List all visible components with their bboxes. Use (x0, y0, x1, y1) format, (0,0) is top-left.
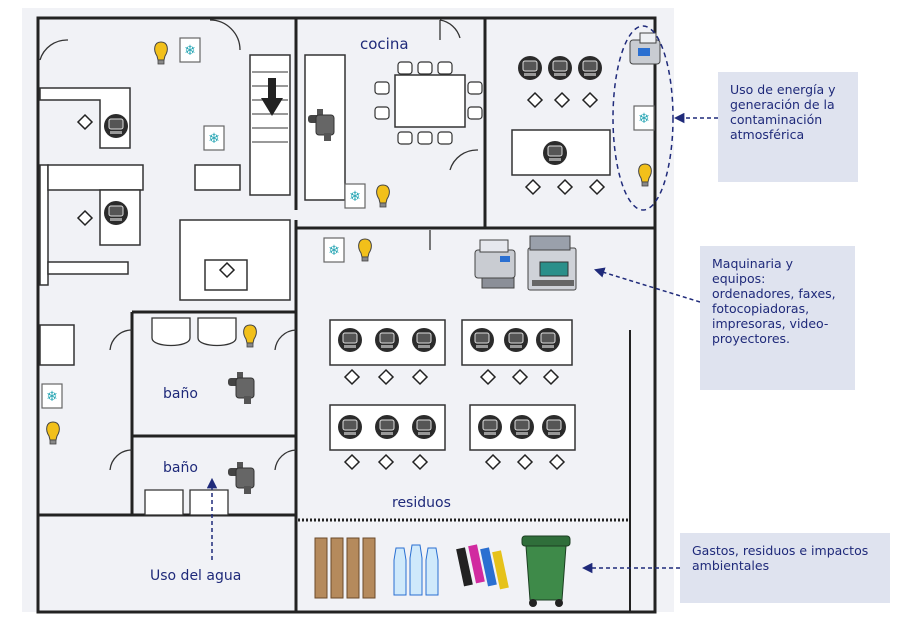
paper-rolls-icon (314, 537, 376, 599)
machinery-callout: Maquinaria y equipos: ordenadores, faxes… (700, 246, 855, 390)
computer-icon (477, 414, 503, 440)
stairs-arrow-icon (261, 78, 283, 116)
energy-highlight-ellipse (612, 25, 674, 211)
computer-icon (337, 414, 363, 440)
computer-icon (577, 55, 603, 81)
callout-line: contaminación (730, 112, 823, 127)
callout-line: impresoras, video- (712, 316, 829, 331)
callout-line: Uso de energía y (730, 82, 836, 97)
chair-icon (437, 61, 453, 75)
bathroom-label: baño (163, 386, 198, 402)
computer-icon (503, 327, 529, 353)
printer-icon (474, 239, 516, 289)
doors (39, 19, 479, 471)
chair-icon (417, 61, 433, 75)
computer-icon (509, 414, 535, 440)
callout-line: Gastos, residuos e impactos (692, 543, 869, 558)
bathroom-fixtures (144, 317, 237, 516)
computer-icon (469, 327, 495, 353)
computer-icon (337, 327, 363, 353)
computer-icon (517, 55, 543, 81)
computer-icon (547, 55, 573, 81)
callout-line: atmosférica (730, 127, 805, 142)
chair-icon (397, 61, 413, 75)
fax-icon (629, 32, 661, 65)
air-conditioner-icon (41, 383, 63, 409)
ink-cartridges-icon (456, 544, 509, 590)
air-conditioner-icon (633, 105, 655, 131)
water-bottles-icon (393, 544, 439, 596)
callout-line: generación de la (730, 97, 835, 112)
air-conditioner-icon (344, 183, 366, 209)
air-conditioner-icon (179, 37, 201, 63)
computer-icon (411, 414, 437, 440)
computer-icon (103, 200, 129, 226)
computer-icon (411, 327, 437, 353)
air-conditioner-icon (323, 237, 345, 263)
chair-icon (374, 106, 390, 120)
computer-icon (374, 327, 400, 353)
computer-icon (541, 414, 567, 440)
callout-line: fotocopiadoras, (712, 301, 810, 316)
kitchen-table (394, 74, 466, 128)
computer-icon (535, 327, 561, 353)
chair-icon (417, 131, 433, 145)
trash-bin-icon (521, 535, 571, 607)
computer-icon (103, 113, 129, 139)
waste-callout: Gastos, residuos e impactos ambientales (680, 533, 890, 603)
callout-line: ambientales (692, 558, 770, 573)
callout-line: equipos: (712, 271, 766, 286)
chair-icon (467, 106, 483, 120)
air-conditioner-icon (203, 125, 225, 151)
water-use-label: Uso del agua (150, 568, 242, 584)
computer-icon (542, 140, 568, 166)
chair-icon (467, 81, 483, 95)
chair-icon (397, 131, 413, 145)
chair-icon (437, 131, 453, 145)
bathroom-label: baño (163, 460, 198, 476)
callout-line: proyectores. (712, 331, 790, 346)
callout-line: Maquinaria y (712, 256, 793, 271)
energy-callout: Uso de energía y generación de la contam… (718, 72, 858, 182)
waste-label: residuos (392, 495, 451, 511)
photocopier-icon (527, 235, 577, 291)
callout-line: ordenadores, faxes, (712, 286, 836, 301)
kitchen-label: cocina (360, 35, 409, 53)
chair-icon (374, 81, 390, 95)
computer-icon (374, 414, 400, 440)
